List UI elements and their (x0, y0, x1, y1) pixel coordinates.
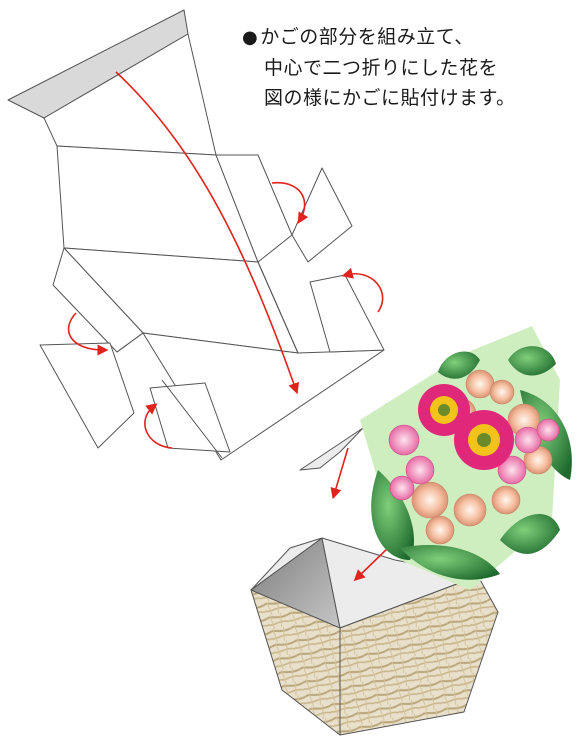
net-right-flap (291, 167, 353, 263)
gerbera-flowers (418, 384, 514, 470)
flower-bouquet (360, 326, 572, 590)
basket-net (7, 9, 385, 461)
fold-arrows (67, 71, 384, 449)
arrow-bottom (144, 403, 173, 449)
net-right-flap-2 (309, 274, 385, 353)
net-left-flap (39, 342, 135, 449)
net-bottom-flap (149, 382, 231, 453)
instruction-line-2: 中心で二つ折りにした花を (264, 57, 499, 79)
basket-wall-left (250, 537, 323, 591)
instruction-text: ●かごの部分を組み立て、 中心で二つ折りにした花を 図の様にかごに貼付けます。 (242, 22, 572, 113)
arrow-right-upper (271, 182, 309, 224)
arrow-flap-down (330, 447, 349, 500)
fold-lines (116, 261, 299, 459)
pink-flowers (388, 418, 560, 501)
main-fold-arrow (115, 71, 300, 395)
arrow-into-basket (353, 545, 391, 582)
arrow-right-lower (341, 267, 384, 313)
assembled-basket (250, 403, 499, 736)
basket-arrows (330, 447, 391, 582)
instruction-line-3: 図の様にかごに貼付けます。 (264, 87, 516, 109)
instruction-line-1: ●かごの部分を組み立て、 (242, 26, 474, 48)
arrow-left (67, 312, 109, 356)
basket-wicker-left (250, 589, 341, 736)
bullet-icon: ● (242, 27, 259, 48)
